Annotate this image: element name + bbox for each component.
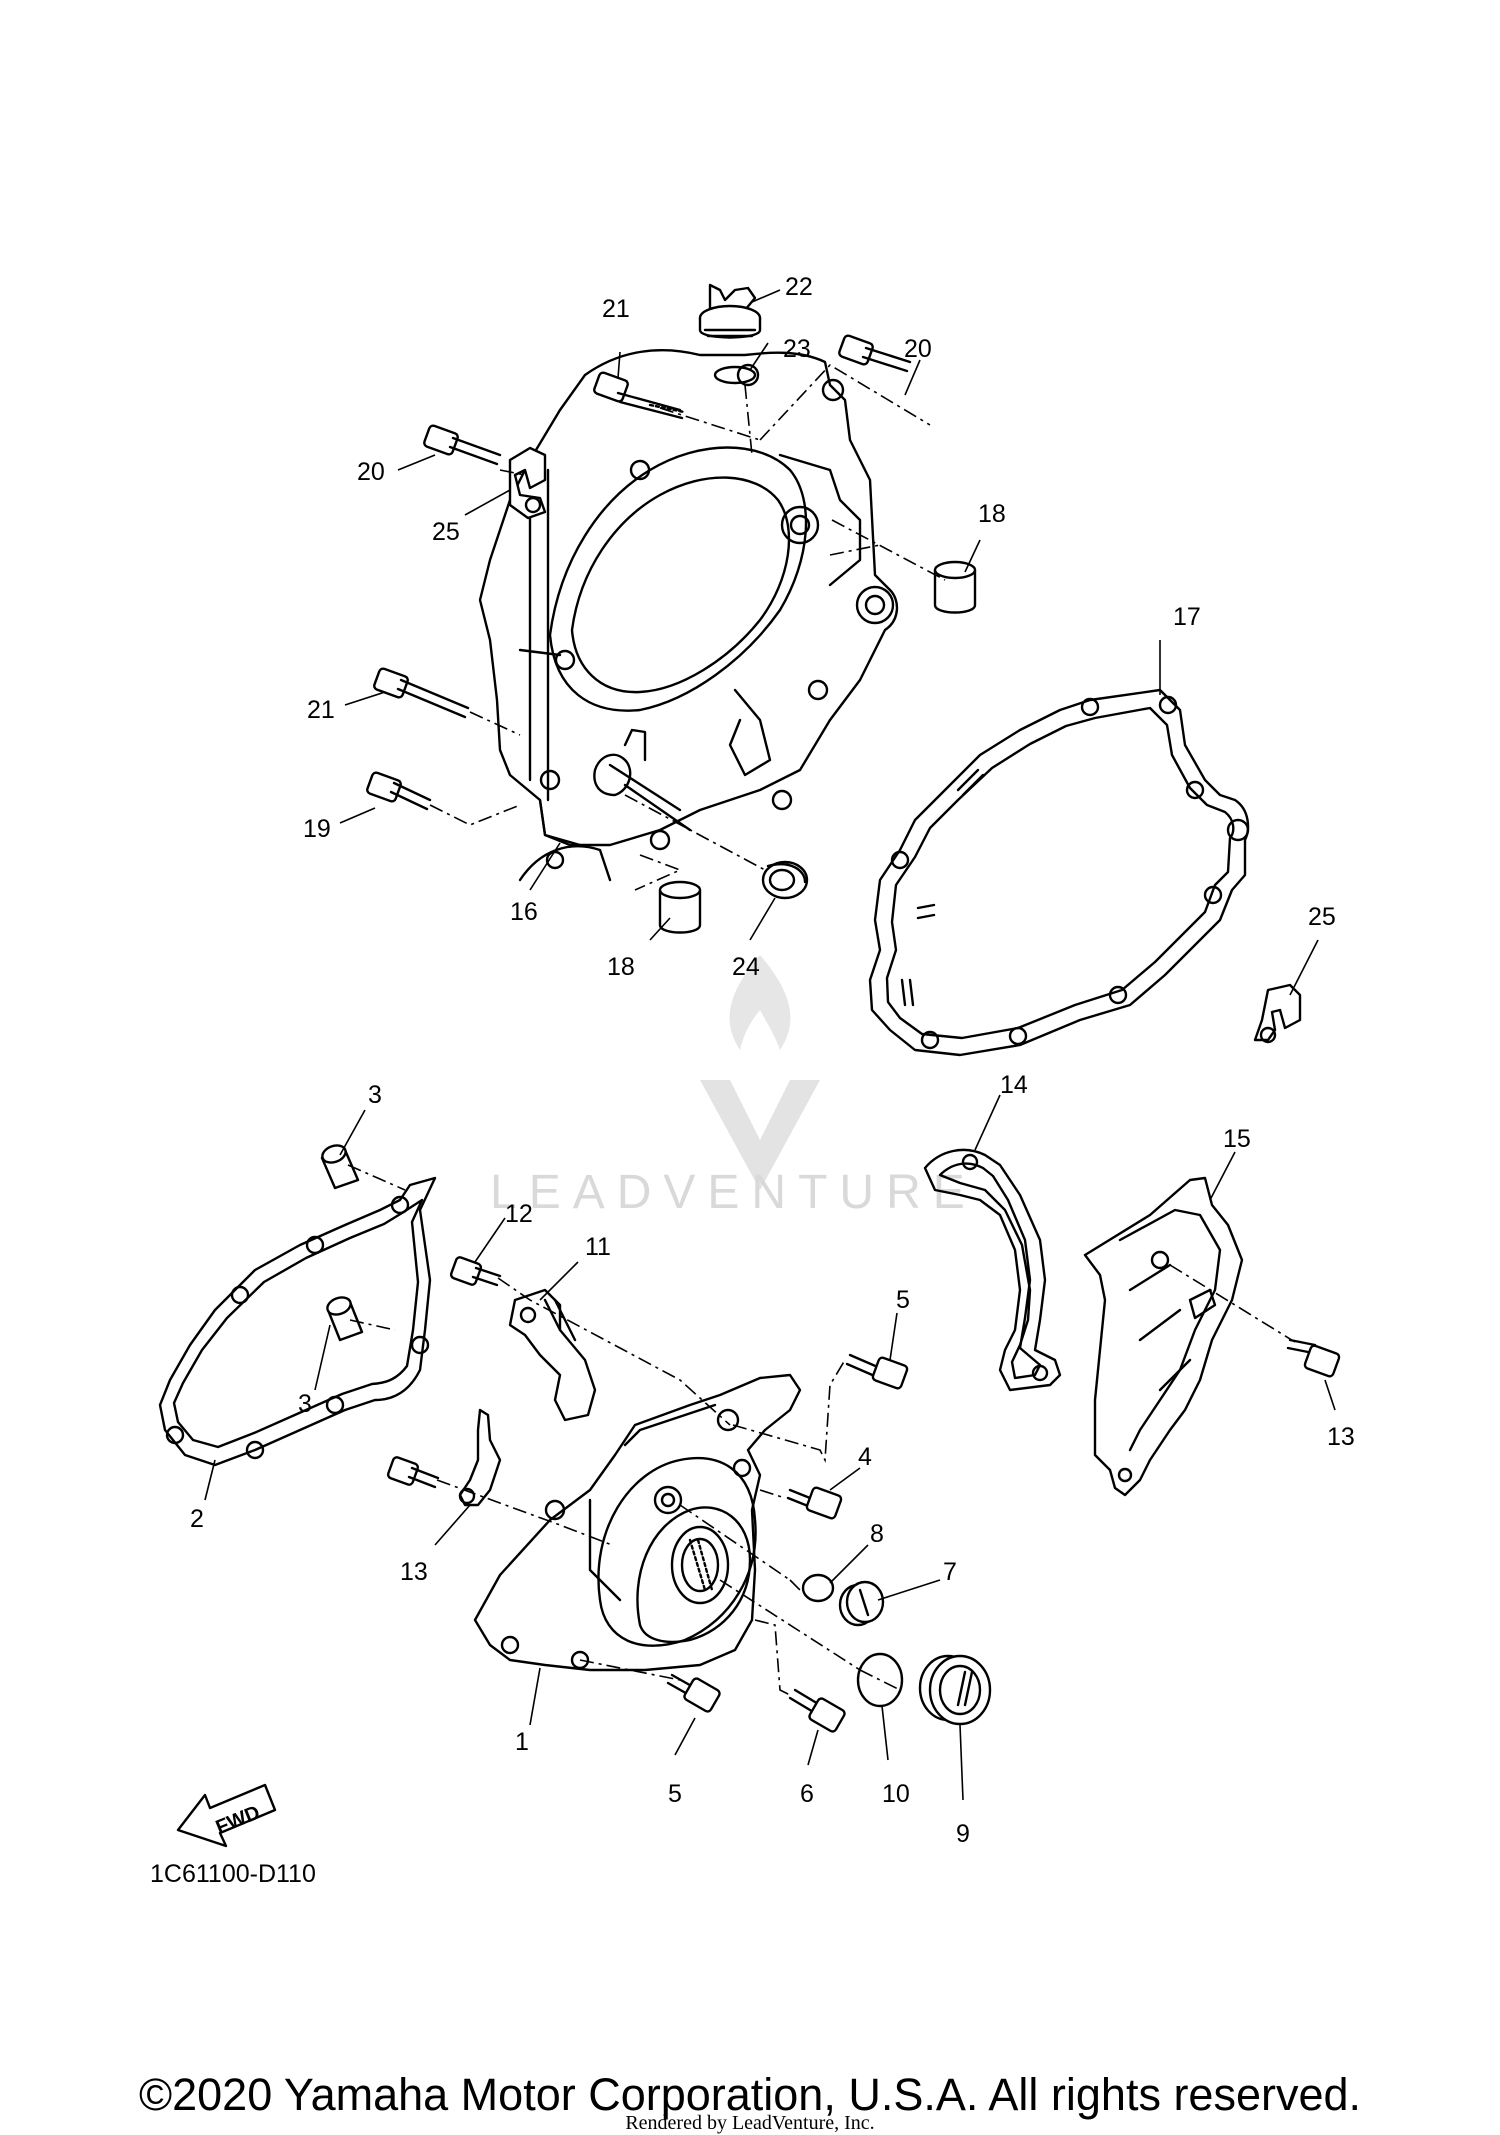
plug-6 — [838, 1580, 885, 1627]
bolt-15 — [1286, 1338, 1341, 1378]
callout-21-top: 21 — [602, 295, 630, 323]
cover-14 — [1083, 1176, 1244, 1497]
callout-22: 22 — [785, 273, 813, 301]
callout-11: 12 — [505, 1200, 533, 1228]
leader-lines — [204, 289, 1336, 1801]
callout-20-right: 20 — [904, 335, 932, 363]
callout-5-lower: 6 — [800, 1780, 814, 1808]
gasket-2 — [158, 1176, 437, 1467]
callout-3-upper: 3 — [368, 1081, 382, 1109]
bolt-5-upper — [845, 1353, 909, 1390]
clip-25-lower — [1253, 983, 1302, 1044]
plug-8 — [918, 1654, 992, 1726]
bolt-11 — [449, 1256, 502, 1287]
callout-19: 19 — [303, 815, 331, 843]
callout-17: 17 — [1173, 603, 1201, 631]
callout-23: 23 — [783, 335, 811, 363]
callout-20-left: 20 — [357, 458, 385, 486]
callout-6: 7 — [943, 1558, 957, 1586]
callout-1: 1 — [515, 1728, 529, 1756]
callout-13: 14 — [1000, 1071, 1028, 1099]
callout-3-lower: 3 — [298, 1390, 312, 1418]
callout-4-upper: 4 — [858, 1443, 872, 1471]
bolt-4-upper — [786, 1486, 843, 1520]
callout-15: 13 — [1327, 1423, 1355, 1451]
callout-12: 13 — [400, 1558, 428, 1586]
o-ring-9 — [856, 1652, 904, 1708]
callout-5-upper: 5 — [896, 1286, 910, 1314]
callout-25-upper: 25 — [432, 518, 460, 546]
bolt-20-left — [423, 424, 502, 466]
oil-filler-cap-22 — [698, 283, 762, 339]
fwd-arrow: FWD — [176, 1783, 277, 1848]
callout-2: 2 — [190, 1505, 204, 1533]
callout-24: 24 — [732, 953, 760, 981]
rendered-by-notice: Rendered by LeadVenture, Inc. — [625, 2112, 875, 2134]
dowel-pin-3-upper — [320, 1144, 360, 1190]
callout-14: 15 — [1223, 1125, 1251, 1153]
callout-9: 10 — [882, 1780, 910, 1808]
watermark-text: LEADVENTURE — [490, 1166, 977, 1219]
copyright-notice: ©2020 Yamaha Motor Corporation, U.S.A. A… — [138, 2069, 1362, 2120]
bolt-20-right — [838, 334, 912, 373]
callouts: 22 21 23 20 20 25 18 17 21 19 16 18 24 2… — [190, 273, 1355, 1848]
bracket-12 — [458, 1408, 502, 1507]
callout-25-lower: 25 — [1308, 903, 1336, 931]
callout-8: 9 — [956, 1820, 970, 1848]
watermark: LEADVENTURE — [490, 955, 977, 1219]
crankcase-cover-1 — [473, 1373, 802, 1672]
o-ring-7 — [801, 1573, 835, 1603]
gasket-17 — [868, 688, 1250, 1057]
callout-7: 8 — [870, 1520, 884, 1548]
dowel-pin-18-upper — [933, 560, 977, 614]
oil-seal-24 — [761, 860, 809, 900]
bolt-19 — [366, 771, 432, 811]
callout-21-lower: 21 — [307, 696, 335, 724]
bolt-21-lower — [373, 667, 470, 719]
gasket-13 — [923, 1148, 1062, 1392]
bracket-10 — [508, 1288, 597, 1422]
bolt-4-lower — [666, 1673, 721, 1713]
callout-10: 11 — [585, 1233, 611, 1261]
diagram-reference-code: 1C61100-D110 — [150, 1860, 316, 1888]
bolt-21-upper — [593, 371, 686, 420]
dowel-pin-18-lower — [658, 880, 702, 934]
bolt-5-lower — [788, 1688, 846, 1733]
callout-18-lower: 18 — [607, 953, 635, 981]
clip-25-upper — [508, 446, 547, 520]
callout-18-upper: 18 — [978, 500, 1006, 528]
crankcase-cover-16 — [478, 348, 899, 882]
o-ring-23 — [713, 365, 757, 385]
callout-16: 16 — [510, 898, 538, 926]
callout-4-lower: 5 — [668, 1780, 682, 1808]
dowel-pin-3-lower — [326, 1296, 364, 1342]
bolt-12-side — [386, 1456, 440, 1489]
